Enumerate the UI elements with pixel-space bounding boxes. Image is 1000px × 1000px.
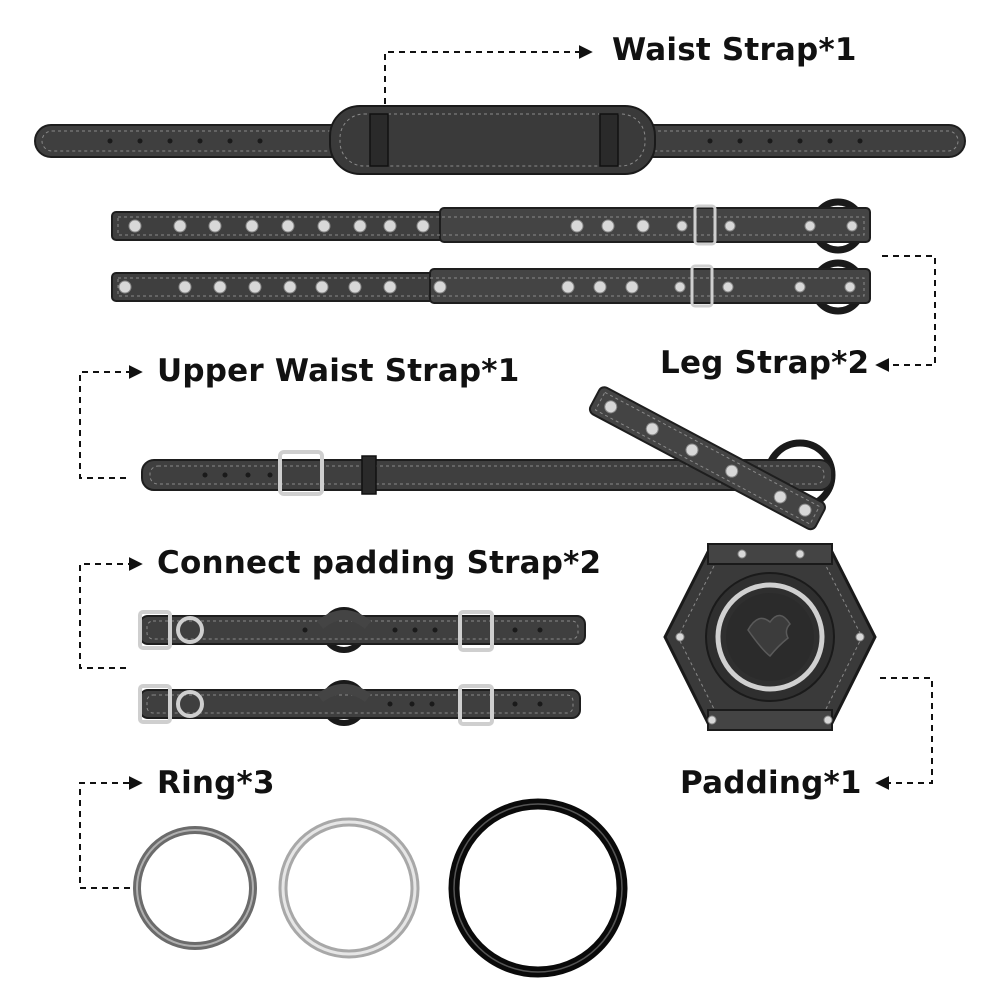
leg-strap-label: Leg Strap*2 bbox=[660, 345, 870, 381]
padding-label: Padding*1 bbox=[680, 765, 862, 801]
waist-strap-label: Waist Strap*1 bbox=[612, 32, 857, 68]
connect-padding-strap-image-2 bbox=[138, 680, 581, 726]
leg-strap-image-2 bbox=[111, 259, 871, 315]
rings-image bbox=[133, 798, 628, 978]
ring-label: Ring*3 bbox=[157, 765, 275, 801]
padding-callout-line bbox=[875, 677, 933, 790]
connect-padding-strap-image-1 bbox=[138, 607, 586, 653]
connect-padding-strap-label: Connect padding Strap*2 bbox=[157, 545, 602, 581]
upper-waist-callout-line bbox=[79, 365, 143, 479]
upper-waist-strap-label: Upper Waist Strap*1 bbox=[157, 353, 520, 389]
waist-callout-line bbox=[384, 45, 593, 104]
ring-black bbox=[448, 798, 628, 978]
ring-callout-line bbox=[79, 776, 143, 889]
leg-strap-image-1 bbox=[111, 198, 871, 254]
waist-strap-image bbox=[34, 105, 966, 175]
callout-lines bbox=[79, 45, 936, 889]
connect-callout-line bbox=[79, 557, 143, 669]
leg-callout-line bbox=[875, 255, 936, 372]
padding-image bbox=[663, 543, 877, 731]
upper-waist-strap-image bbox=[141, 386, 836, 531]
